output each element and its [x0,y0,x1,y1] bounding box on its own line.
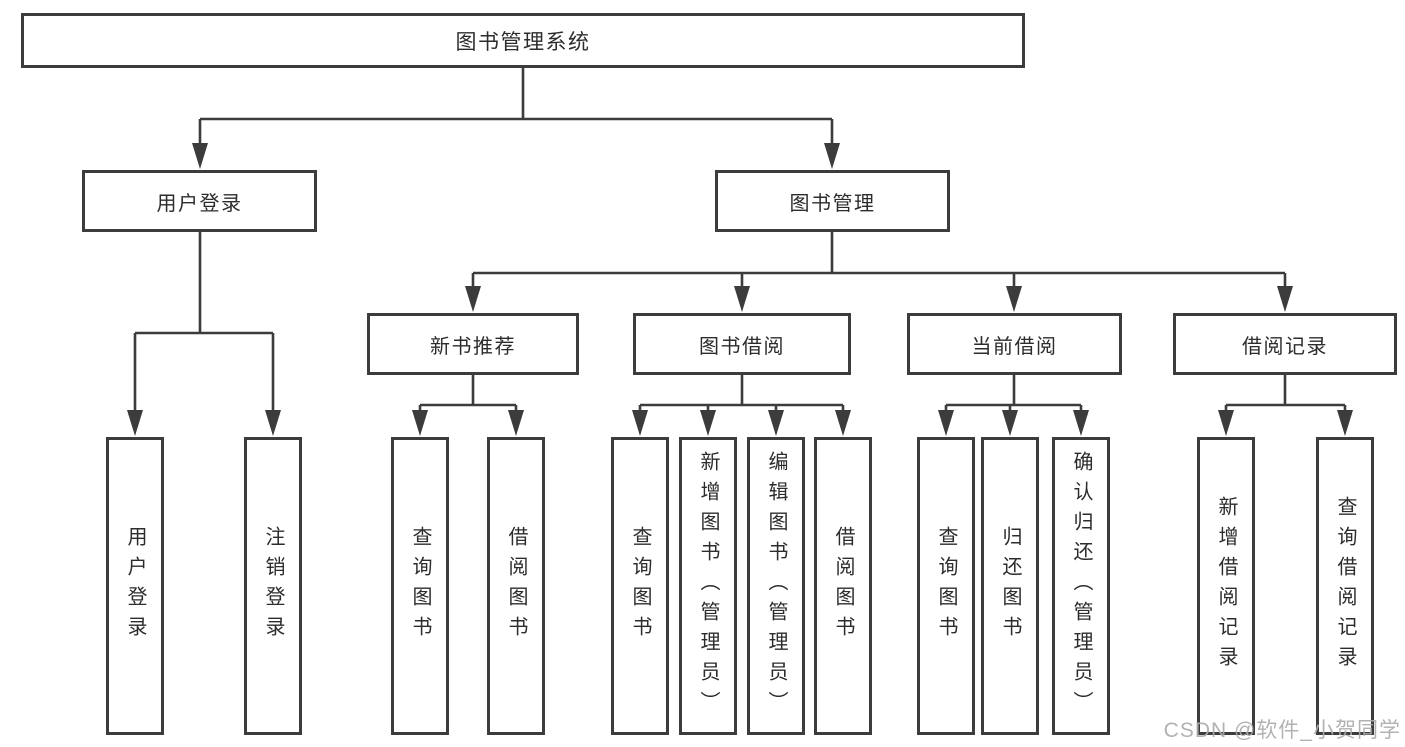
level3-box-borrow-records: 借阅记录 [1173,313,1397,375]
arrowhead [734,286,750,312]
connector-borrow-records-children [1218,375,1353,436]
leaf-box-query-books-a: 查询图书 [391,437,449,735]
arrowhead [1218,410,1234,436]
level2-box-user-login: 用户登录 [82,170,317,232]
leaf-label-edit-books-admin: 编辑图书（管理员） [765,451,787,721]
leaf-label-confirm-return-admin: 确认归还（管理员） [1070,451,1092,721]
leaf-label-return-books: 归还图书 [999,526,1021,646]
leaf-box-query-books-c: 查询图书 [917,437,975,735]
leaf-box-add-books-admin: 新增图书（管理员） [679,437,737,735]
level2-label-user-login: 用户登录 [156,192,243,215]
arrowhead [938,410,954,436]
connector-user-login-children [127,232,281,436]
leaf-box-confirm-return-admin: 确认归还（管理员） [1052,437,1110,735]
root-label: 图书管理系统 [455,30,591,54]
level3-box-current-borrow: 当前借阅 [907,313,1122,375]
arrowhead [412,410,428,436]
connector-current-borrow-children [938,375,1089,436]
connector-new-book-recommend-children [412,375,524,436]
leaf-label-borrow-books-a: 借阅图书 [505,526,527,646]
root-box-library-system: 图书管理系统 [21,13,1025,68]
connector-root-to-level2 [192,68,840,169]
leaf-label-add-books-admin: 新增图书（管理员） [697,451,719,721]
arrowhead [192,143,208,169]
arrowhead [127,410,143,436]
arrowhead [835,410,851,436]
leaf-label-user-login-action: 用户登录 [124,526,146,646]
level3-label-current-borrow: 当前借阅 [971,335,1058,358]
leaf-label-logout-action: 注销登录 [262,526,284,646]
arrowhead [1073,410,1089,436]
leaf-box-borrow-books-a: 借阅图书 [487,437,545,735]
level3-label-borrow-records: 借阅记录 [1242,335,1328,358]
leaf-label-query-books-b: 查询图书 [629,526,651,646]
arrowhead [1006,286,1022,312]
leaf-box-query-books-b: 查询图书 [611,437,669,735]
level3-label-book-borrow: 图书借阅 [699,335,785,358]
level3-label-new-book-recommend: 新书推荐 [430,335,516,358]
arrowhead [1002,410,1018,436]
leaf-box-logout-action: 注销登录 [244,437,302,735]
leaf-label-query-books-c: 查询图书 [935,526,957,646]
leaf-label-query-books-a: 查询图书 [409,526,431,646]
arrowhead [1337,410,1353,436]
arrowhead [265,410,281,436]
arrowhead [632,410,648,436]
level3-box-new-book-recommend: 新书推荐 [367,313,579,375]
csdn-watermark: CSDN @软件_小贺同学 [1163,719,1401,742]
level3-box-book-borrow: 图书借阅 [633,313,851,375]
arrowhead [824,143,840,169]
arrowhead [768,410,784,436]
level2-box-book-management: 图书管理 [715,170,950,232]
arrowhead [700,410,716,436]
arrowhead [465,286,481,312]
leaf-label-borrow-books-b: 借阅图书 [832,526,854,646]
connector-book-management-children [465,232,1293,312]
leaf-box-add-borrow-record: 新增借阅记录 [1197,437,1255,735]
leaf-box-return-books: 归还图书 [981,437,1039,735]
level2-label-book-management: 图书管理 [789,192,876,215]
leaf-box-edit-books-admin: 编辑图书（管理员） [747,437,805,735]
leaf-box-user-login-action: 用户登录 [106,437,164,735]
connector-book-borrow-children [632,375,851,436]
leaf-box-borrow-books-b: 借阅图书 [814,437,872,735]
leaf-box-query-borrow-record: 查询借阅记录 [1316,437,1374,735]
arrowhead [508,410,524,436]
leaf-label-add-borrow-record: 新增借阅记录 [1215,496,1237,676]
leaf-label-query-borrow-record: 查询借阅记录 [1334,496,1356,676]
arrowhead [1277,286,1293,312]
